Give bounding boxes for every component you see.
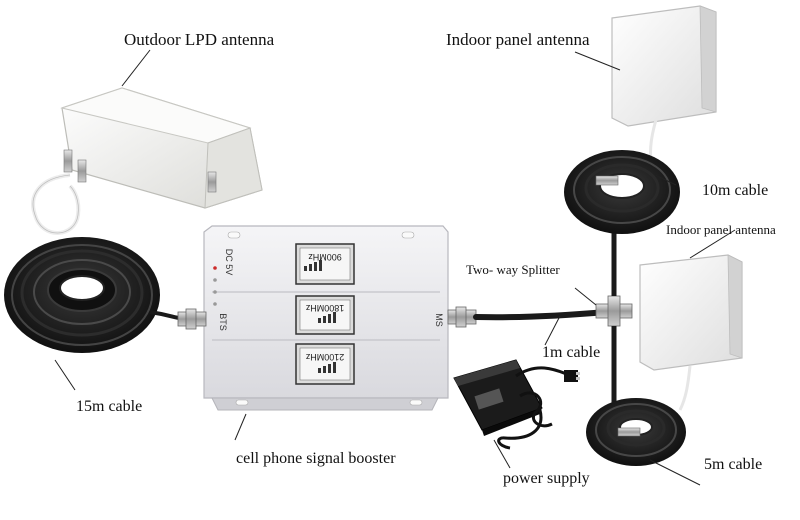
label-outdoor-lpd-antenna: Outdoor LPD antenna: [124, 30, 274, 50]
band-label-1800: 1800MHz: [305, 303, 344, 313]
label-indoor-panel-antenna-top: Indoor panel antenna: [446, 30, 590, 50]
cable-coil-10m: [564, 150, 680, 234]
ms-connector: [448, 307, 476, 327]
outdoor-lpd-antenna: [33, 88, 262, 233]
label-power-supply: power supply: [503, 470, 590, 488]
band-display-2100: 2100MHz: [296, 344, 354, 384]
port-label-ms: MS: [434, 313, 444, 327]
band-label-900: 900MHz: [308, 252, 342, 262]
cable-1m: [476, 312, 606, 317]
label-10m-cable: 10m cable: [702, 182, 768, 200]
label-cell-phone-signal-booster: cell phone signal booster: [236, 450, 396, 468]
power-supply-adapter: [454, 360, 580, 448]
bts-connector: [178, 309, 206, 329]
two-way-splitter: [596, 296, 632, 326]
indoor-panel-antenna-top: [612, 6, 716, 175]
band-display-900: 900MHz: [296, 244, 354, 284]
label-indoor-panel-antenna-bottom: Indoor panel antenna: [666, 222, 776, 238]
indicator-label: DC 5V: [224, 249, 234, 276]
label-15m-cable: 15m cable: [76, 398, 142, 416]
band-label-2100: 2100MHz: [305, 352, 344, 362]
cable-coil-15m: [4, 237, 180, 353]
indoor-panel-antenna-bottom: [640, 255, 742, 410]
label-1m-cable: 1m cable: [542, 344, 600, 362]
label-two-way-splitter: Two- way Splitter: [466, 262, 560, 278]
label-5m-cable: 5m cable: [704, 456, 762, 474]
band-display-1800: 1800MHz: [296, 296, 354, 334]
signal-booster-unit: 900MHz 1800MHz 2100MHz BTS MS DC 5V: [178, 226, 476, 410]
cable-coil-5m: [586, 398, 686, 466]
port-label-bts: BTS: [218, 313, 228, 331]
